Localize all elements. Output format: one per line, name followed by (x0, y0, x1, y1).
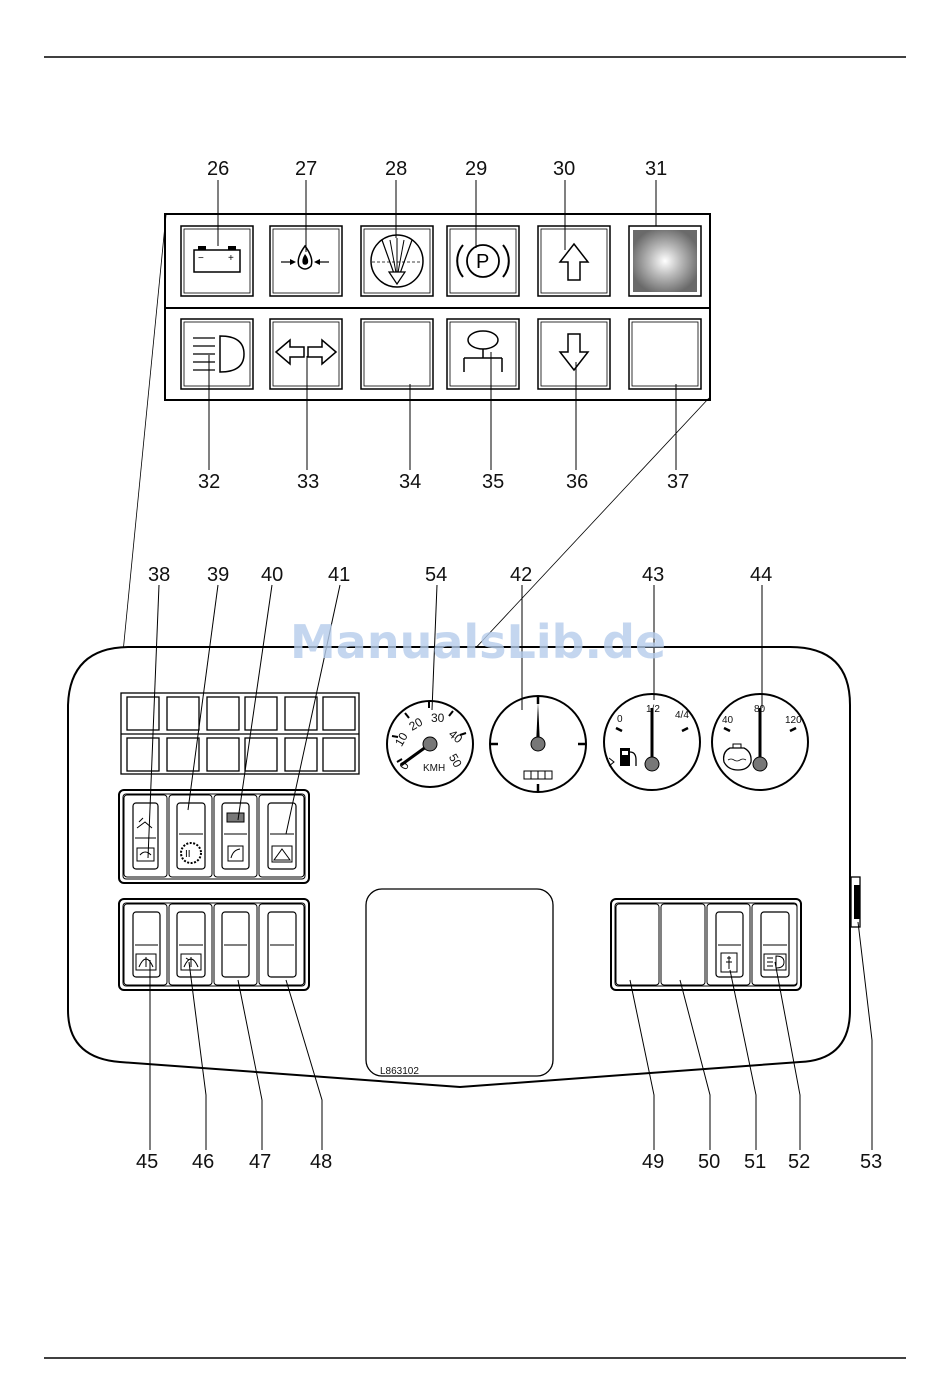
watermark: ManualsLib.de (290, 615, 666, 669)
switch-45[interactable] (124, 904, 167, 985)
callout-26: 26 (207, 158, 229, 180)
callout-54: 54 (425, 564, 447, 586)
callout-40: 40 (261, 564, 283, 586)
svg-text:II: II (185, 849, 191, 860)
lamp-32 (181, 319, 253, 389)
callout-52: 52 (788, 1151, 810, 1173)
callout-41: 41 (328, 564, 350, 586)
callout-28: 28 (385, 158, 407, 180)
callout-34: 34 (399, 471, 421, 493)
callout-31: 31 (645, 158, 667, 180)
callout-37: 37 (667, 471, 689, 493)
callout-27: 27 (295, 158, 317, 180)
callout-46: 46 (192, 1151, 214, 1173)
callout-51: 51 (744, 1151, 766, 1173)
ignition-key-switch[interactable] (851, 877, 860, 927)
callout-43: 43 (642, 564, 664, 586)
switch-39[interactable]: II (169, 795, 212, 877)
callout-30: 30 (553, 158, 575, 180)
callout-33: 33 (297, 471, 319, 493)
callout-35: 35 (482, 471, 504, 493)
callout-47: 47 (249, 1151, 271, 1173)
figure-code: L863102 (380, 1066, 419, 1077)
switch-40[interactable] (214, 795, 257, 877)
switch-49-blank[interactable] (616, 904, 659, 985)
switch-38[interactable] (124, 795, 167, 877)
switch-52[interactable] (752, 904, 797, 985)
callout-48: 48 (310, 1151, 332, 1173)
svg-text:−: − (198, 253, 204, 264)
callout-29: 29 (465, 158, 487, 180)
speed-unit: KMH (423, 763, 445, 774)
callout-36: 36 (566, 471, 588, 493)
switch-51[interactable] (707, 904, 750, 985)
center-display-area (366, 889, 553, 1076)
switch-47[interactable] (214, 904, 257, 985)
svg-text:+: + (228, 253, 234, 264)
callout-44: 44 (750, 564, 772, 586)
callout-45: 45 (136, 1151, 158, 1173)
callout-42: 42 (510, 564, 532, 586)
temp-tick-120: 120 (785, 715, 802, 726)
hour-meter-gauge (490, 696, 586, 792)
zoom-line-left (119, 215, 166, 693)
fuel-tick-full: 4/4 (675, 710, 689, 721)
callout-49: 49 (642, 1151, 664, 1173)
fuel-tick-empty: 0 (617, 714, 623, 725)
callout-50: 50 (698, 1151, 720, 1173)
svg-text:P: P (476, 251, 489, 273)
fuel-gauge: 0 1/2 4/4 (604, 694, 700, 790)
switch-50-blank[interactable] (661, 904, 705, 985)
callout-53: 53 (860, 1151, 882, 1173)
blank-lamp (361, 319, 433, 389)
callout-32: 32 (198, 471, 220, 493)
speedometer: 0 10 20 30 40 50 KMH (387, 701, 473, 787)
mini-lamp-panel (121, 693, 359, 774)
switch-48[interactable] (259, 904, 304, 985)
warning-lamp (629, 226, 701, 296)
blank-lamp (629, 319, 701, 389)
coolant-temp-gauge: 40 80 120 (712, 694, 808, 790)
temp-tick-40: 40 (722, 715, 734, 726)
callout-38: 38 (148, 564, 170, 586)
warning-lamp-panel: − + (165, 214, 710, 400)
callout-39: 39 (207, 564, 229, 586)
lamp-26 (181, 226, 253, 296)
switch-41[interactable] (259, 795, 304, 877)
speed-tick-30: 30 (431, 711, 445, 725)
